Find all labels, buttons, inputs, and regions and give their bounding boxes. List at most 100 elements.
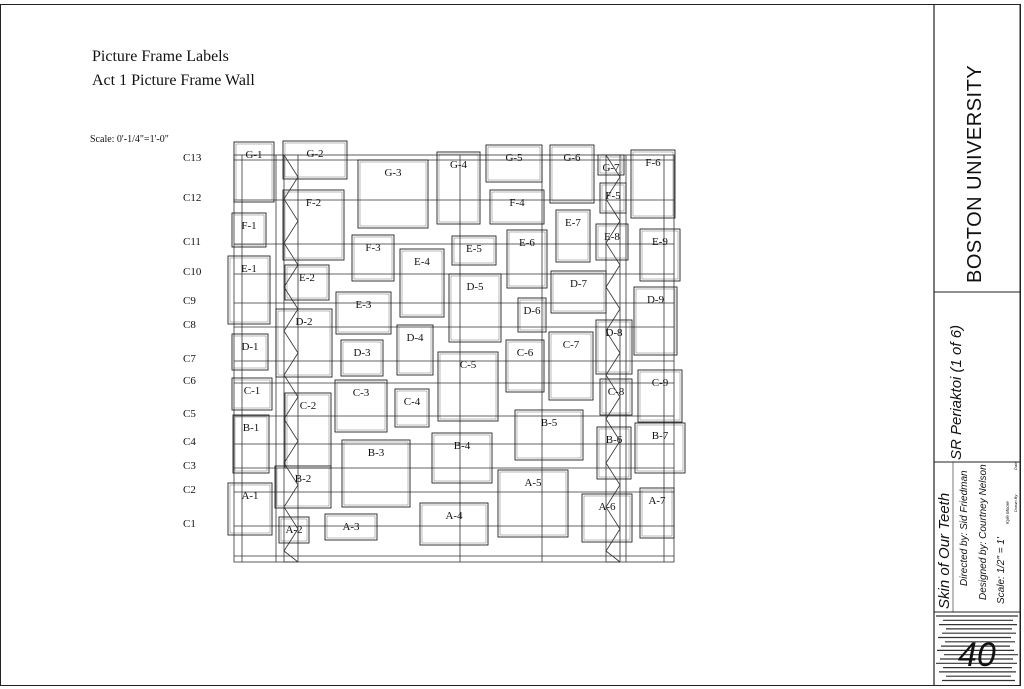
frame-b-4: B-4 [431, 432, 493, 484]
frame-outline [282, 189, 345, 261]
frame-label: E-5 [466, 243, 482, 255]
frame-inner-outline [499, 471, 567, 536]
frame-outline [437, 351, 499, 422]
frame-outline [581, 493, 633, 543]
frame-label: C-2 [300, 400, 317, 412]
frame-label: E-9 [652, 236, 668, 248]
frame-outline [485, 144, 543, 183]
frame-label: D-3 [353, 347, 371, 359]
frame-g-5: G-5 [485, 144, 543, 183]
frame-label: C-1 [244, 385, 261, 397]
frame-label: E-6 [519, 237, 535, 249]
frame-outline [231, 212, 267, 248]
frame-g-3: G-3 [357, 159, 429, 229]
frame-outline [399, 248, 445, 318]
frame-label: B-3 [368, 447, 385, 459]
course-label: C2 [183, 484, 196, 496]
course-label: C3 [183, 460, 196, 472]
frame-inner-outline [597, 321, 631, 373]
frame-label: E-8 [604, 231, 620, 243]
frame-inner-outline [635, 288, 676, 354]
frame-outline [233, 141, 275, 203]
frame-outline [506, 229, 548, 289]
frame-label: G-6 [563, 152, 581, 164]
frame-outline [340, 339, 384, 377]
frame-inner-outline [433, 434, 491, 482]
course-label: C1 [183, 518, 196, 530]
frame-outline [595, 319, 633, 375]
frame-outline [514, 409, 584, 461]
frame-a-2: A-2 [278, 516, 310, 544]
frame-label: E-4 [414, 256, 430, 268]
frame-outline [517, 297, 547, 333]
frame-inner-outline [342, 341, 382, 375]
frame-label: G-1 [245, 149, 262, 161]
scale-note: Scale: 0'-1/4"=1'-0" [90, 134, 169, 145]
frame-outline [550, 270, 607, 314]
frame-inner-outline [632, 151, 674, 217]
frame-outline [394, 388, 430, 428]
show-title: Skin of Our Teeth [936, 492, 953, 609]
frame-a-4: A-4 [419, 502, 489, 546]
frame-label: A-5 [524, 477, 542, 489]
frame-inner-outline [421, 504, 487, 544]
title-block-scale: Scale: 1/2" = 1' [996, 537, 1007, 604]
frame-b-1: B-1 [232, 414, 270, 474]
designer-credit: Designed by: Courtney Nelson [978, 464, 989, 600]
frame-c-9: C-9 [637, 369, 683, 423]
frame-inner-outline [557, 211, 589, 261]
course-label: C6 [183, 375, 196, 387]
frame-label: G-2 [306, 148, 323, 160]
date-label: Date [1013, 461, 1018, 470]
frame-label: G-3 [384, 167, 402, 179]
frame-label: C-6 [517, 347, 534, 359]
frame-outline [275, 308, 333, 378]
frame-d-5: D-5 [448, 273, 502, 343]
frame-inner-outline [234, 416, 268, 472]
frame-c-3: C-3 [334, 379, 388, 433]
frame-inner-outline [450, 275, 500, 341]
frame-label: A-1 [241, 490, 258, 502]
frame-label: B-5 [541, 417, 558, 429]
frame-inner-outline [284, 142, 346, 178]
sheet-number: 40 [958, 636, 996, 674]
frame-inner-outline [336, 381, 386, 431]
frame-a-7: A-7 [639, 487, 675, 539]
frame-label: C-7 [563, 339, 580, 351]
frame-d-8: D-8 [595, 319, 633, 375]
frame-g-6: G-6 [549, 144, 595, 204]
frame-inner-outline [491, 191, 543, 223]
frame-b-3: B-3 [341, 439, 411, 508]
frame-e-9: E-9 [639, 228, 681, 282]
frame-label: B-4 [454, 440, 471, 452]
course-label: C8 [183, 319, 196, 331]
frame-d-6: D-6 [517, 297, 547, 333]
sheet-border [0, 4, 1021, 686]
frame-inner-outline [641, 489, 673, 537]
frame-e-6: E-6 [506, 229, 548, 289]
frame-e-5: E-5 [451, 235, 497, 266]
frame-outline [599, 378, 633, 416]
frame-label: D-9 [647, 294, 665, 306]
frame-outline [227, 482, 273, 536]
frame-inner-outline [597, 225, 627, 259]
course-label: C5 [183, 408, 196, 420]
frame-inner-outline [439, 353, 497, 420]
frame-f-4: F-4 [489, 189, 545, 225]
frame-label: B-6 [606, 434, 623, 446]
frame-outline [232, 414, 270, 474]
frame-label: D-8 [605, 327, 623, 339]
frame-outline [451, 235, 497, 266]
frame-outline [231, 333, 269, 371]
frame-label: F-5 [605, 190, 621, 202]
frame-f-6: F-6 [630, 149, 676, 219]
frame-outline [630, 149, 676, 219]
frame-e-1: E-1 [227, 255, 271, 325]
frame-c-5: C-5 [437, 351, 499, 422]
course-label: C4 [183, 436, 196, 448]
frame-g-1: G-1 [233, 141, 275, 203]
frame-inner-outline [487, 146, 541, 181]
frame-d-7: D-7 [550, 270, 607, 314]
